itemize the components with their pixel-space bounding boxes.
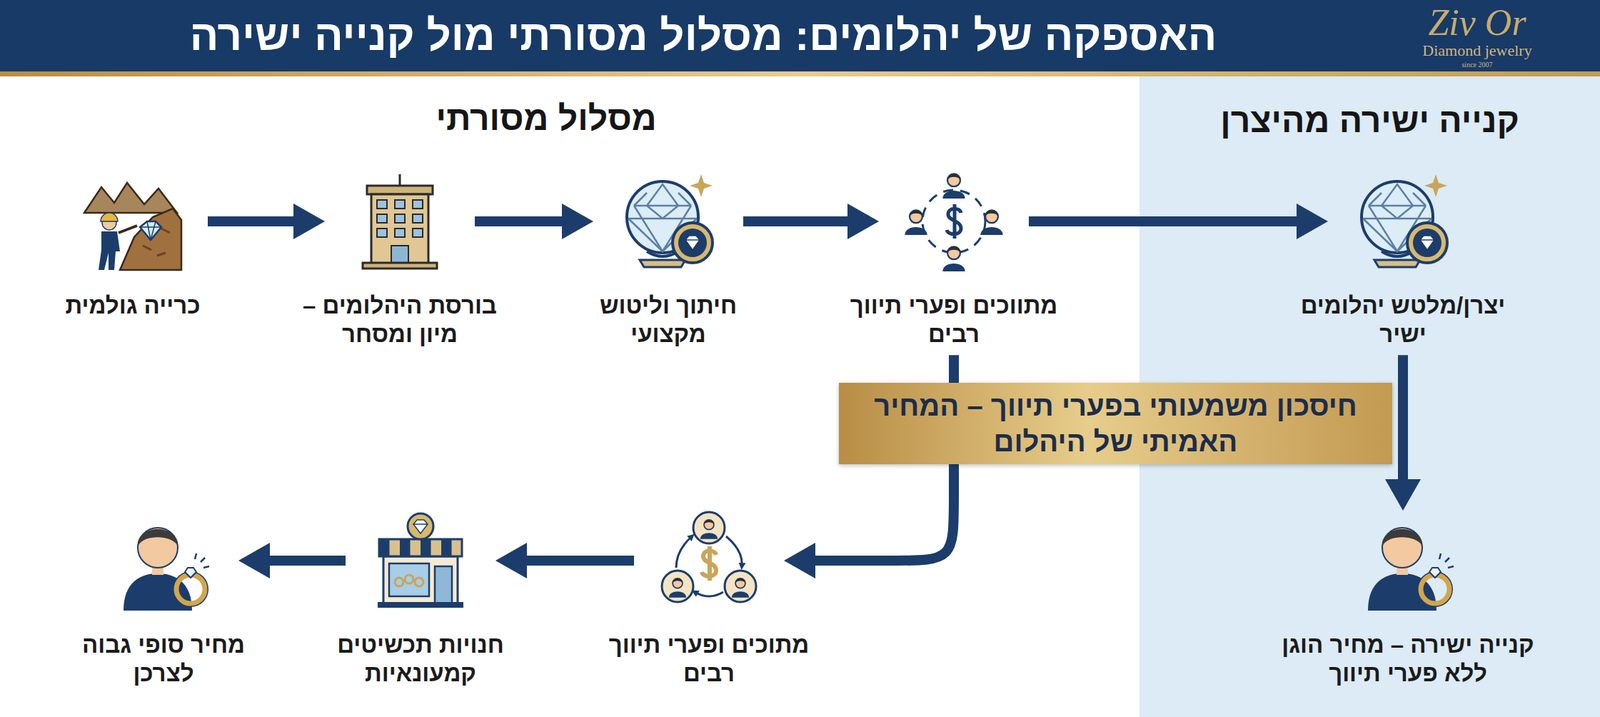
process-step: קנייה ישירה – מחיר הוגן ללא פערי תיווך	[1332, 510, 1483, 687]
step-caption: מתווכים ופערי תיווך רבים	[846, 291, 1061, 348]
step-caption: קנייה ישירה – מחיר הוגן ללא פערי תיווך	[1265, 630, 1551, 687]
icon-graphic	[1367, 527, 1454, 611]
section-heading: מסלול מסורתי	[367, 98, 725, 138]
gold-rule	[0, 71, 1600, 77]
process-step: כרייה גולמית	[57, 171, 208, 320]
page-title: האספקה של יהלומים: מסלול מסורתי מול קניי…	[0, 0, 1407, 72]
logo-tagline: Diamond jewelry	[1405, 41, 1549, 60]
node-icon	[82, 171, 183, 272]
process-step: מתוכים ופערי תיווך רבים	[634, 510, 784, 687]
node-icon	[903, 171, 1004, 272]
step-caption: כרייה גולמית	[25, 291, 240, 320]
step-caption: מתוכים ופערי תיווך רבים	[601, 630, 817, 687]
process-step: חנויות תכשיטים קמעונאיות	[345, 510, 496, 687]
process-step: יצרן/מלטש יהלומים ישיר	[1327, 171, 1478, 348]
step-caption: מחיר סופי גבוה לצרכן	[56, 630, 271, 687]
step-caption: יצרן/מלטש יהלומים ישיר	[1295, 291, 1511, 348]
icon-graphic	[626, 174, 713, 268]
flow-arrow	[259, 555, 346, 566]
savings-banner: חיסכון משמעותי בפערי תיווך – המחיר האמית…	[838, 382, 1393, 465]
node-icon	[349, 171, 450, 272]
node-icon	[113, 510, 214, 611]
flow-arrow	[805, 354, 954, 561]
node-icon	[618, 171, 719, 272]
step-caption: חיתוך וליטוש מקצועי	[561, 291, 776, 348]
flow-arrow	[743, 216, 858, 227]
flow-arrow	[207, 216, 304, 227]
icon-graphic	[84, 182, 182, 270]
flow-arrow	[474, 216, 572, 227]
process-step: בורסת היהלומים – מיון ומסחר	[324, 171, 475, 348]
process-step: חיתוך וליטוש מקצועי	[593, 171, 744, 348]
node-icon	[1352, 171, 1453, 272]
process-step: מתווכים ופערי תיווך רבים	[878, 171, 1029, 348]
logo-wordmark: Ziv Or	[1405, 1, 1549, 44]
step-caption: בורסת היהלומים – מיון ומסחר	[289, 291, 511, 348]
icon-graphic	[362, 174, 437, 269]
process-step: מחיר סופי גבוה לצרכן	[88, 510, 239, 687]
icon-graphic	[1361, 174, 1448, 268]
logo-since: since 2007	[1405, 60, 1549, 69]
icon-graphic	[377, 513, 464, 608]
panel-heading: קנייה ישירה מהיצרן	[1139, 76, 1600, 140]
node-icon	[370, 510, 471, 611]
flow-arrow	[516, 555, 635, 566]
icon-graphic	[904, 173, 1003, 272]
node-icon	[658, 510, 759, 611]
icon-graphic	[661, 511, 757, 602]
icon-graphic	[123, 527, 210, 611]
node-icon	[1357, 510, 1458, 611]
step-caption: חנויות תכשיטים קמעונאיות	[306, 630, 535, 687]
banner-text: חיסכון משמעותי בפערי תיווך – המחיר האמית…	[864, 387, 1367, 460]
flow-arrow	[1397, 354, 1408, 490]
flow-arrow	[1028, 216, 1307, 227]
